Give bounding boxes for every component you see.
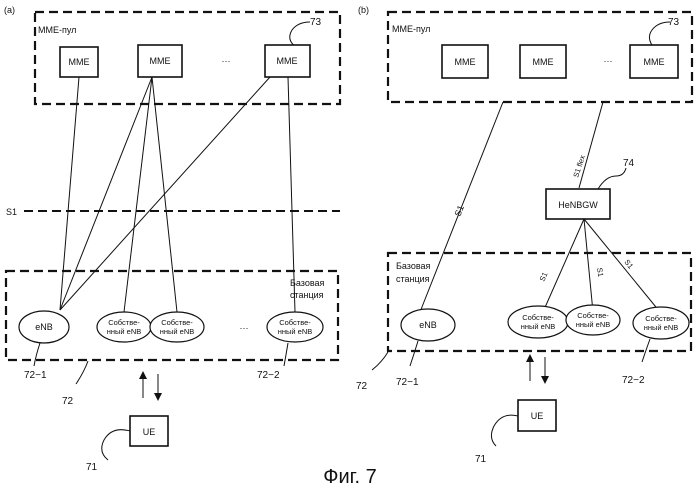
own-enb-b-1-line1: Собстве- (522, 313, 554, 322)
pool-ref-leader-a (290, 22, 310, 47)
mme-a-dots: ··· (222, 56, 231, 66)
mme-b-dots: ··· (604, 56, 613, 66)
link-henbgw-own2 (584, 219, 593, 312)
link-mme1-enb (60, 77, 79, 310)
panel-a-label: (a) (4, 5, 15, 15)
henbgw-ref-leader (598, 168, 626, 189)
enb-a-label: eNB (35, 322, 53, 332)
ref-leader-enb-a (34, 343, 40, 366)
link-mme3-enb (60, 77, 270, 310)
ue-link-arrows-a (139, 371, 162, 401)
henbgw-ref: 74 (623, 158, 635, 169)
ref-bs-a: 72 (62, 396, 74, 407)
own-enb-a-dots: ··· (240, 323, 249, 333)
mme-b-1-label: MME (455, 57, 476, 67)
own-enb-a-3-line2: нный eNB (278, 327, 313, 336)
own-enb-b-2-line2: нный eNB (576, 320, 611, 329)
own-enb-a-2-line1: Собстве- (161, 318, 193, 327)
base-station-label-a-1: Базовая (290, 278, 325, 288)
s1-label-a: S1 (6, 207, 17, 217)
figure-caption: Фиг. 7 (323, 466, 376, 488)
ref-enb-a: 72−1 (24, 370, 47, 381)
link-s1flex-mme-henbgw (579, 102, 603, 188)
base-station-label-b-2: станция (396, 274, 430, 284)
pool-ref-a: 73 (310, 17, 322, 28)
ue-link-arrows-b (526, 354, 549, 384)
pool-ref-b: 73 (668, 17, 680, 28)
panel-b: (b) MME-пул 73 MME MME ··· MME S1 S1 fle… (356, 5, 692, 465)
base-station-label-a-2: станция (290, 290, 324, 300)
ue-b-label: UE (531, 411, 544, 421)
own-enb-b-3-line2: нный eNB (644, 323, 679, 332)
ref-leader-ue-b (491, 415, 518, 446)
own-enb-b-2-line1: Собстве- (577, 311, 609, 320)
mme-a-2-label: MME (150, 56, 171, 66)
ref-leader-enb-b (410, 341, 418, 366)
mme-b-2-label: MME (533, 57, 554, 67)
own-enb-b-3-line1: Собстве- (645, 314, 677, 323)
mme-pool-label-b: MME-пул (392, 24, 430, 34)
ref-own-b: 72−2 (622, 375, 645, 386)
link-henbgw-own1 (543, 219, 584, 312)
mme-a-3-label: MME (277, 56, 298, 66)
ref-leader-bs-b (372, 352, 388, 370)
panel-b-label: (b) (358, 5, 369, 15)
ref-leader-ue-a (102, 430, 130, 460)
pool-ref-leader-b (649, 22, 670, 48)
ue-a-label: UE (143, 427, 156, 437)
ref-own-a: 72−2 (257, 370, 280, 381)
own-enb-a-1-line1: Собстве- (108, 318, 140, 327)
henbgw-label: HeNBGW (558, 200, 598, 210)
panel-a: (a) MME-пул 73 MME MME ··· MME S1 Базова… (4, 5, 340, 473)
s1-label-own1: S1 (538, 271, 550, 283)
link-mme3-own3 (288, 77, 295, 312)
own-enb-b-1-line2: нный eNB (521, 322, 556, 331)
mme-b-3-label: MME (644, 57, 665, 67)
mme-a-1-label: MME (69, 57, 90, 67)
s1-label-own2: S1 (595, 267, 605, 277)
mme-pool-label-a: MME-пул (38, 25, 76, 35)
own-enb-a-1-line2: нный eNB (107, 327, 142, 336)
link-mme2-own2 (152, 77, 177, 312)
ref-ue-a: 71 (86, 462, 98, 473)
own-enb-a-3-line1: Собстве- (279, 318, 311, 327)
s1-label-b: S1 (453, 204, 466, 218)
ref-enb-b: 72−1 (396, 377, 419, 388)
link-henbgw-own3 (584, 219, 660, 312)
enb-b-label: eNB (419, 320, 437, 330)
ref-ue-b: 71 (475, 454, 487, 465)
ref-leader-bs-a (76, 361, 88, 384)
base-station-label-b-1: Базовая (396, 261, 431, 271)
ref-leader-own-a (284, 343, 288, 366)
own-enb-a-2-line2: нный eNB (160, 327, 195, 336)
ref-bs-b: 72 (356, 381, 368, 392)
